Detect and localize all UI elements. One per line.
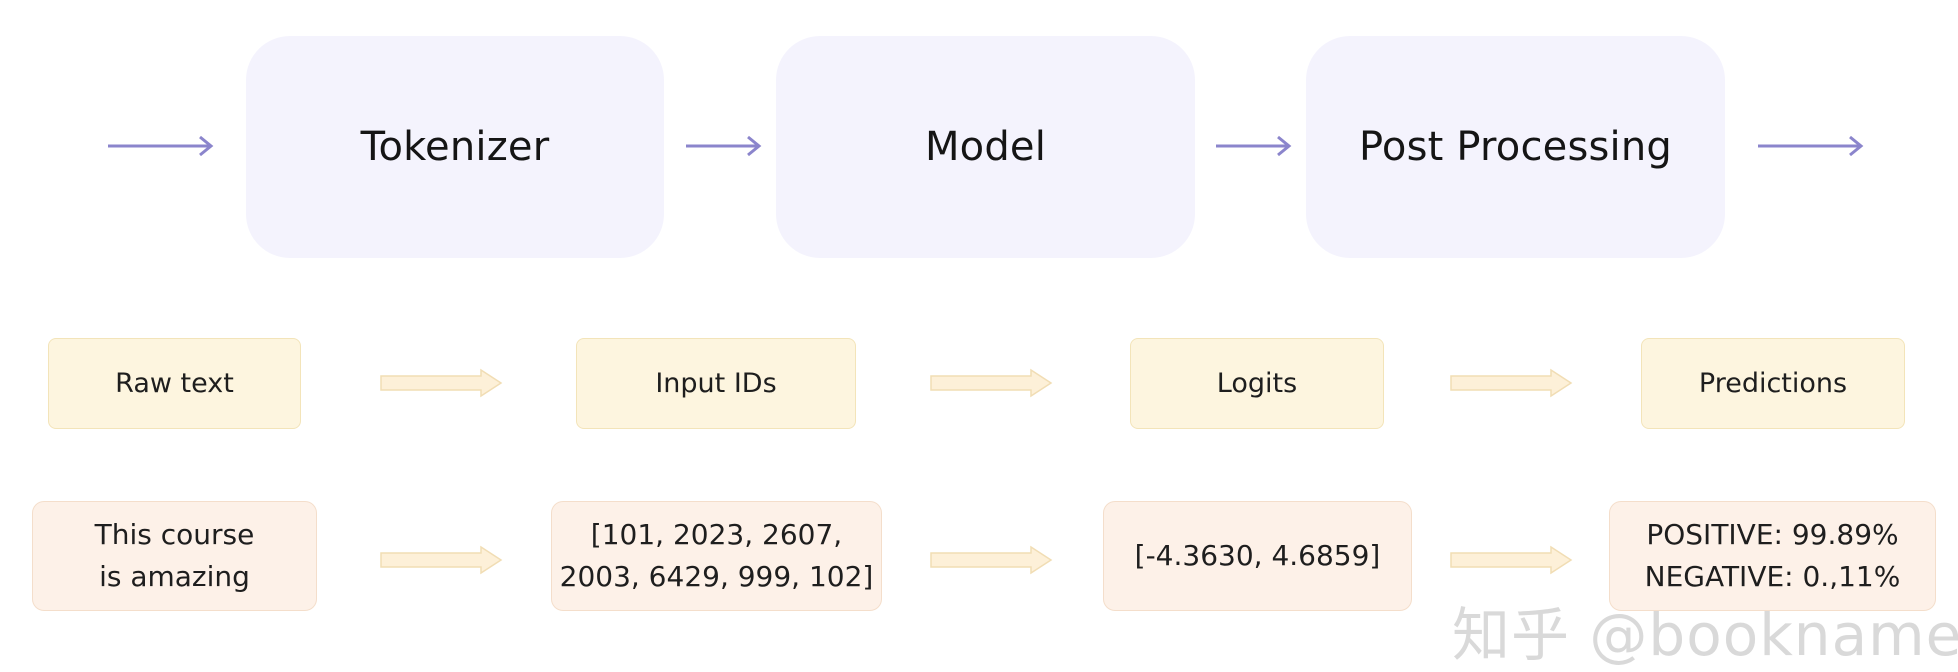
card-raw-text: Raw text: [48, 338, 301, 429]
watermark: 知乎 @bookname: [1452, 601, 1958, 669]
stage-tokenizer: Tokenizer: [246, 36, 664, 258]
block-arrow-3: [1450, 368, 1573, 398]
card-raw-text-label: Raw text: [115, 368, 234, 399]
example-predictions-line2: NEGATIVE: 0.,11%: [1644, 560, 1901, 593]
flow-arrow-out: [1758, 135, 1864, 157]
example-input-ids-line1: [101, 2023, 2607,: [590, 518, 843, 551]
card-predictions-label: Predictions: [1698, 368, 1848, 399]
example-logits: [-4.3630, 4.6859]: [1103, 501, 1412, 611]
card-logits-label: Logits: [1216, 368, 1298, 399]
example-raw-text-line1: This course: [94, 518, 255, 551]
stage-post-processing-label: Post Processing: [1359, 124, 1672, 170]
block-arrow-5: [930, 545, 1053, 575]
example-predictions: POSITIVE: 99.89% NEGATIVE: 0.,11%: [1609, 501, 1936, 611]
example-input-ids: [101, 2023, 2607, 2003, 6429, 999, 102]: [551, 501, 882, 611]
stage-model-label: Model: [924, 124, 1047, 170]
card-predictions: Predictions: [1641, 338, 1905, 429]
example-raw-text-line2: is amazing: [99, 560, 250, 593]
flow-arrow-tokenizer-model: [686, 135, 762, 157]
example-logits-line1: [-4.3630, 4.6859]: [1134, 539, 1381, 572]
block-arrow-1: [380, 368, 503, 398]
block-arrow-2: [930, 368, 1053, 398]
flow-arrow-model-postprocessing: [1216, 135, 1292, 157]
example-predictions-line1: POSITIVE: 99.89%: [1646, 518, 1899, 551]
block-arrow-4: [380, 545, 503, 575]
card-logits: Logits: [1130, 338, 1384, 429]
card-input-ids-label: Input IDs: [655, 368, 777, 399]
stage-tokenizer-label: Tokenizer: [360, 124, 550, 170]
example-input-ids-line2: 2003, 6429, 999, 102]: [559, 560, 874, 593]
card-input-ids: Input IDs: [576, 338, 856, 429]
block-arrow-6: [1450, 545, 1573, 575]
stage-post-processing: Post Processing: [1306, 36, 1725, 258]
example-raw-text: This course is amazing: [32, 501, 317, 611]
flow-arrow-in: [108, 135, 214, 157]
stage-model: Model: [776, 36, 1195, 258]
